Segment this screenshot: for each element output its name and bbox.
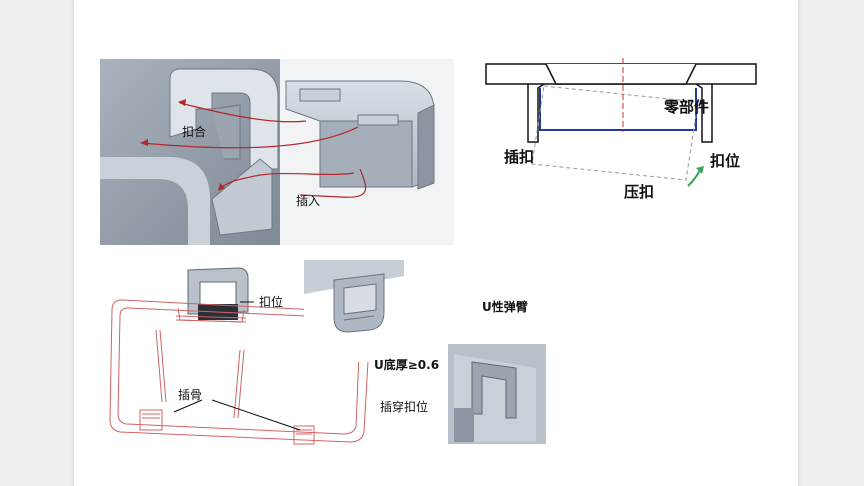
press-fit-schematic: 零部件 插扣 扣位 压扣 — [484, 58, 764, 208]
label-chuan-kouwei: 插穿扣位 — [380, 400, 429, 414]
label-yakou: 压扣 — [624, 183, 655, 201]
u-arm-renders: U性弹臂 U底厚≥0.6 插穿扣位 — [304, 258, 546, 448]
label-charu: 插入 — [296, 194, 321, 208]
label-u-base: U底厚≥0.6 — [374, 358, 440, 372]
document-page: 扣合 插入 零部件 插扣 扣位 压扣 — [74, 0, 798, 486]
label-kouwei-right: 扣位 — [710, 152, 741, 170]
press-fit-diagram — [485, 58, 757, 187]
label-chakou: 插扣 — [504, 148, 535, 166]
u-arm-illustration — [304, 258, 546, 444]
label-u-arm: U性弹臂 — [482, 300, 528, 314]
label-part: 零部件 — [664, 98, 710, 116]
label-chagu: 插骨 — [178, 388, 203, 402]
snap-fit-insert-illustration — [100, 59, 454, 245]
label-kouhe: 扣合 — [182, 125, 207, 139]
snap-fit-insert-render: 扣合 插入 — [100, 59, 454, 245]
label-kouwei-bottom: 扣位 — [259, 295, 284, 309]
